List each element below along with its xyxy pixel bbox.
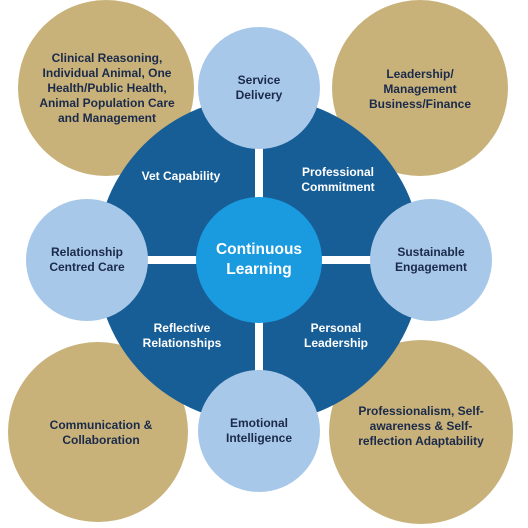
quadrant-label-personal-leadership: Personal Leadership [303, 321, 369, 350]
outer-label-bottom-left: Communication & Collaboration [49, 418, 153, 447]
gold-circle-top-left [18, 0, 194, 176]
gold-circle-bottom-right [329, 340, 513, 524]
outer-label-top-right: Leadership/ Management Business/Finance [368, 66, 472, 111]
gold-circle-top-right [332, 0, 508, 176]
quadrant-label-vet-capability: Vet Capability [141, 168, 221, 183]
node-label-service-delivery: Service Delivery [235, 73, 283, 102]
node-circle-right [370, 199, 492, 321]
node-circle-top [198, 27, 320, 149]
outer-label-top-left: Clinical Reasoning, Individual Animal, O… [39, 50, 175, 125]
quadrant-label-professional-commitment: Professional Commitment [301, 165, 375, 194]
gold-circle-bottom-left [8, 342, 188, 522]
center-label: Continuous Learning [215, 240, 303, 278]
center-circle [196, 197, 322, 323]
quadrant-label-reflective-relationships: Reflective Relationships [142, 321, 222, 350]
node-label-sustainable-engagement: Sustainable Engagement [394, 245, 467, 274]
outer-label-bottom-right: Professionalism, Self-awareness & Self-r… [358, 403, 484, 448]
node-label-relationship-centred-care: Relationship Centred Care [49, 245, 125, 274]
node-label-emotional-intelligence: Emotional Intelligence [225, 416, 293, 445]
node-circle-bottom [198, 370, 320, 492]
node-circle-left [26, 199, 148, 321]
